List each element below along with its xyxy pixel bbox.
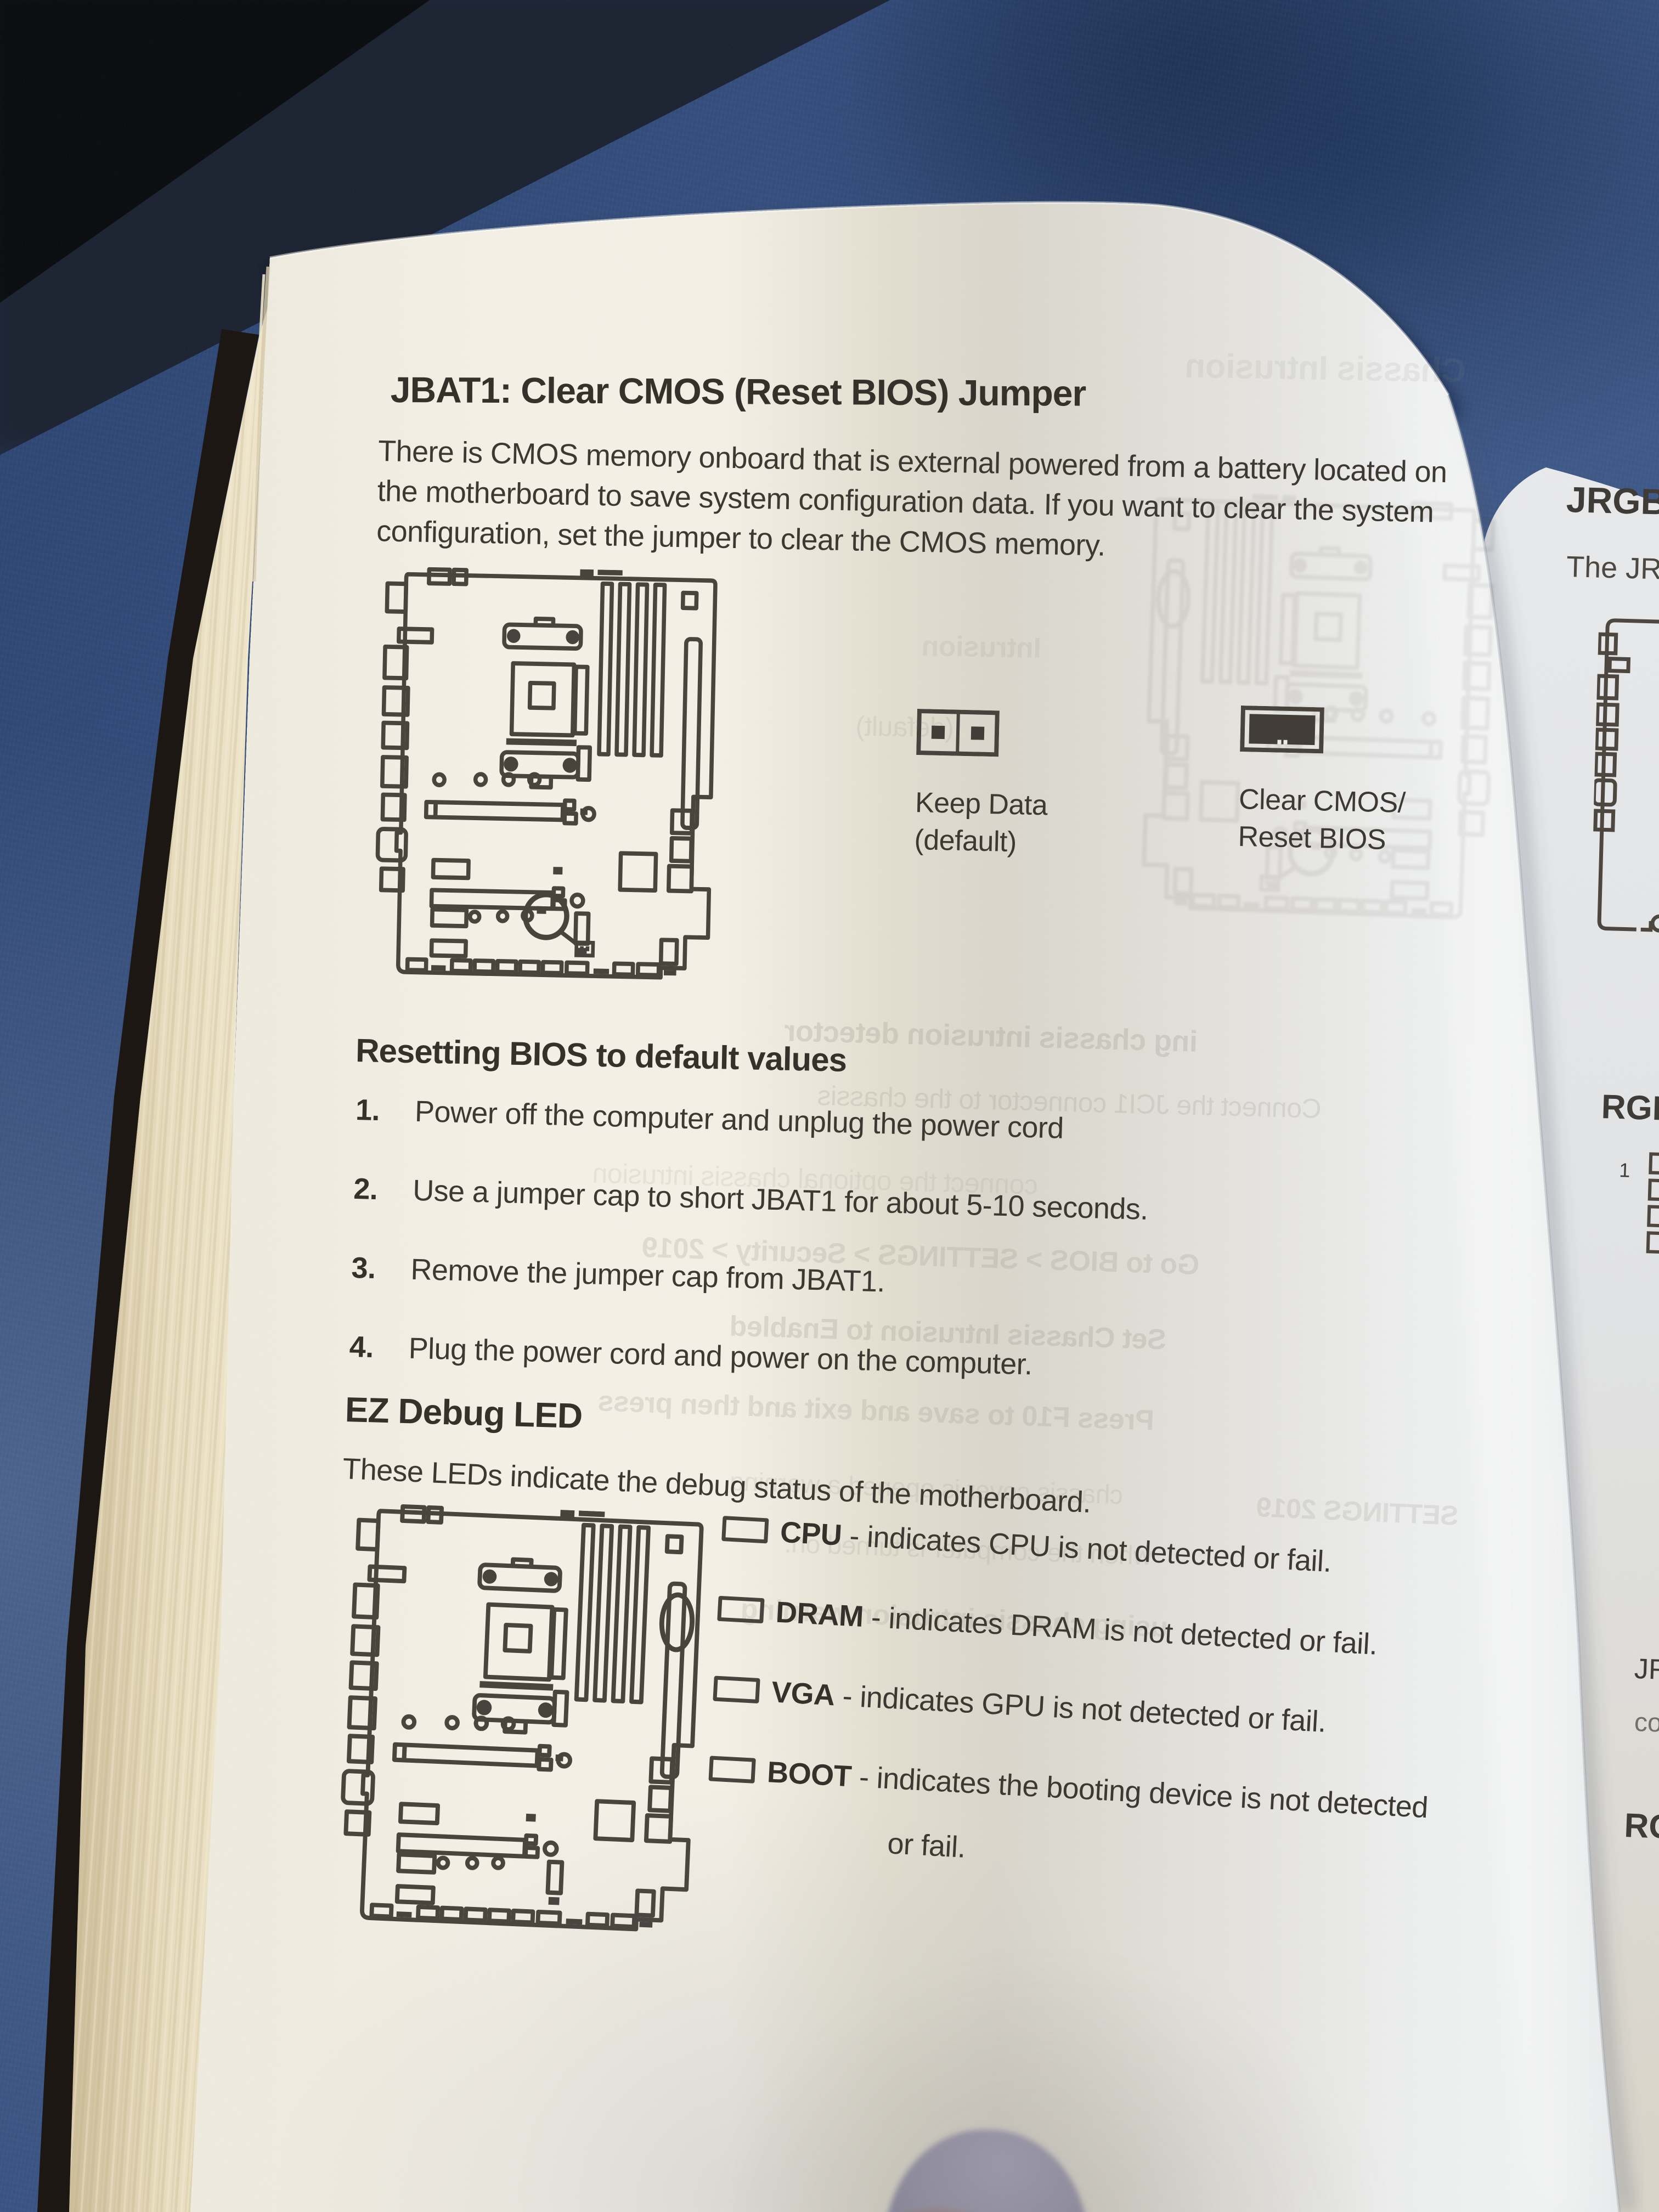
next-page-subtext: The JR — [1566, 550, 1659, 586]
step-number: 3. — [351, 1251, 376, 1285]
reset-steps-list: 1.Power off the computer and unplug the … — [348, 1093, 1150, 1430]
next-page-partial-diagram — [1589, 614, 1659, 960]
ez-debug-heading: EZ Debug LED — [344, 1389, 583, 1436]
jumper-open-icon — [916, 709, 1000, 757]
jumper-open-label: Keep Data — [915, 786, 1048, 822]
led-name: BOOT — [766, 1756, 853, 1793]
next-page-pin-number: 1 — [1618, 1159, 1631, 1182]
jumper-capped-label: Clear CMOS/ — [1238, 783, 1406, 819]
led-name: DRAM — [775, 1595, 865, 1634]
next-page-heading-jrgb: JRGB — [1566, 478, 1659, 522]
led-rectangle-icon — [717, 1595, 765, 1624]
motherboard-diagram-ez-debug — [333, 1501, 708, 1949]
jumper-figure-keep-data: Keep Data (default) — [914, 709, 1049, 861]
led-rectangle-icon — [713, 1675, 760, 1704]
step-number: 2. — [353, 1172, 379, 1206]
ghost-line: Intrusion — [921, 630, 1042, 664]
next-page-frag-jr: JR — [1633, 1652, 1659, 1686]
jumper-figure-clear-cmos: Clear CMOS/ Reset BIOS — [1238, 706, 1408, 859]
led-rectangle-icon — [708, 1756, 756, 1784]
intro-paragraph: There is CMOS memory onboard that is ext… — [376, 431, 1448, 573]
led-name: VGA — [770, 1675, 836, 1712]
jumper-capped-label: Reset BIOS — [1237, 820, 1386, 856]
motherboard-diagram-jbat1 — [371, 565, 721, 996]
next-page-heading-rgb: RGB — [1600, 1087, 1659, 1128]
ghost-line: Chassis Intrusion — [1184, 347, 1466, 390]
jumper-capped-icon — [1240, 706, 1324, 754]
jumper-open-label: (default) — [913, 823, 1017, 859]
next-page-frag-co: co — [1634, 1707, 1659, 1738]
ez-led-list: CPU - indicates CPU is not detected or f… — [704, 1512, 1442, 1905]
led-name: CPU — [779, 1515, 843, 1552]
next-page-heading-rg: RG — [1623, 1806, 1659, 1847]
page-title: JBAT1: Clear CMOS (Reset BIOS) Jumper — [390, 369, 1086, 414]
next-page-pin-header-icon — [1638, 1149, 1659, 1274]
led-rectangle-icon — [721, 1515, 769, 1544]
step-number: 4. — [349, 1330, 374, 1364]
step-number: 1. — [355, 1093, 380, 1127]
